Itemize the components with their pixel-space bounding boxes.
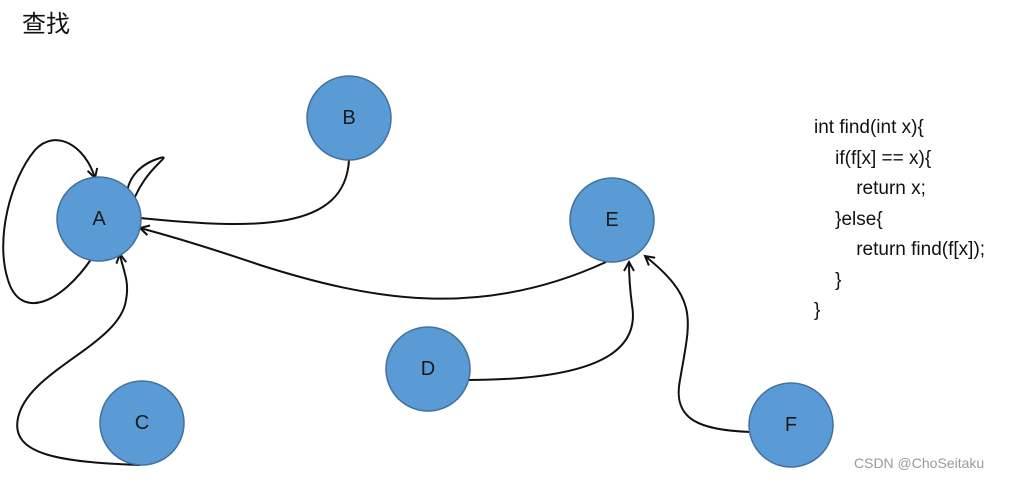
edge-a-to-a — [2, 139, 95, 305]
edge-f-to-e — [645, 256, 751, 433]
svg-text:E: E — [605, 209, 618, 231]
page-title: 查找 — [22, 10, 70, 38]
code-line: return find(f[x]); — [814, 239, 986, 260]
find-function-code: int find(int x){ if(f[x] == x){ return x… — [814, 113, 985, 327]
edge-e-to-a — [140, 228, 607, 300]
node-b: B — [306, 75, 392, 161]
svg-text:F: F — [785, 414, 797, 436]
svg-text:D: D — [421, 358, 435, 380]
svg-text:C: C — [135, 412, 149, 434]
node-d: D — [385, 326, 471, 412]
node-c: C — [99, 380, 185, 466]
code-line: if(f[x] == x){ — [814, 147, 932, 169]
code-line: int find(int x){ — [814, 117, 924, 138]
node-f: F — [748, 382, 834, 468]
edge-b-to-a — [126, 156, 350, 225]
edge-d-to-e — [465, 262, 633, 381]
svg-text:A: A — [92, 208, 106, 230]
node-e: E — [569, 177, 655, 263]
code-line: }else{ — [814, 208, 883, 230]
watermark: CSDN @ChoSeitaku — [854, 455, 985, 471]
code-line: } — [814, 300, 821, 321]
edge-c-to-a — [16, 254, 141, 466]
code-line: } — [814, 269, 842, 291]
node-a: A — [56, 176, 142, 262]
svg-text:B: B — [342, 107, 355, 129]
code-line: return x; — [814, 178, 926, 199]
